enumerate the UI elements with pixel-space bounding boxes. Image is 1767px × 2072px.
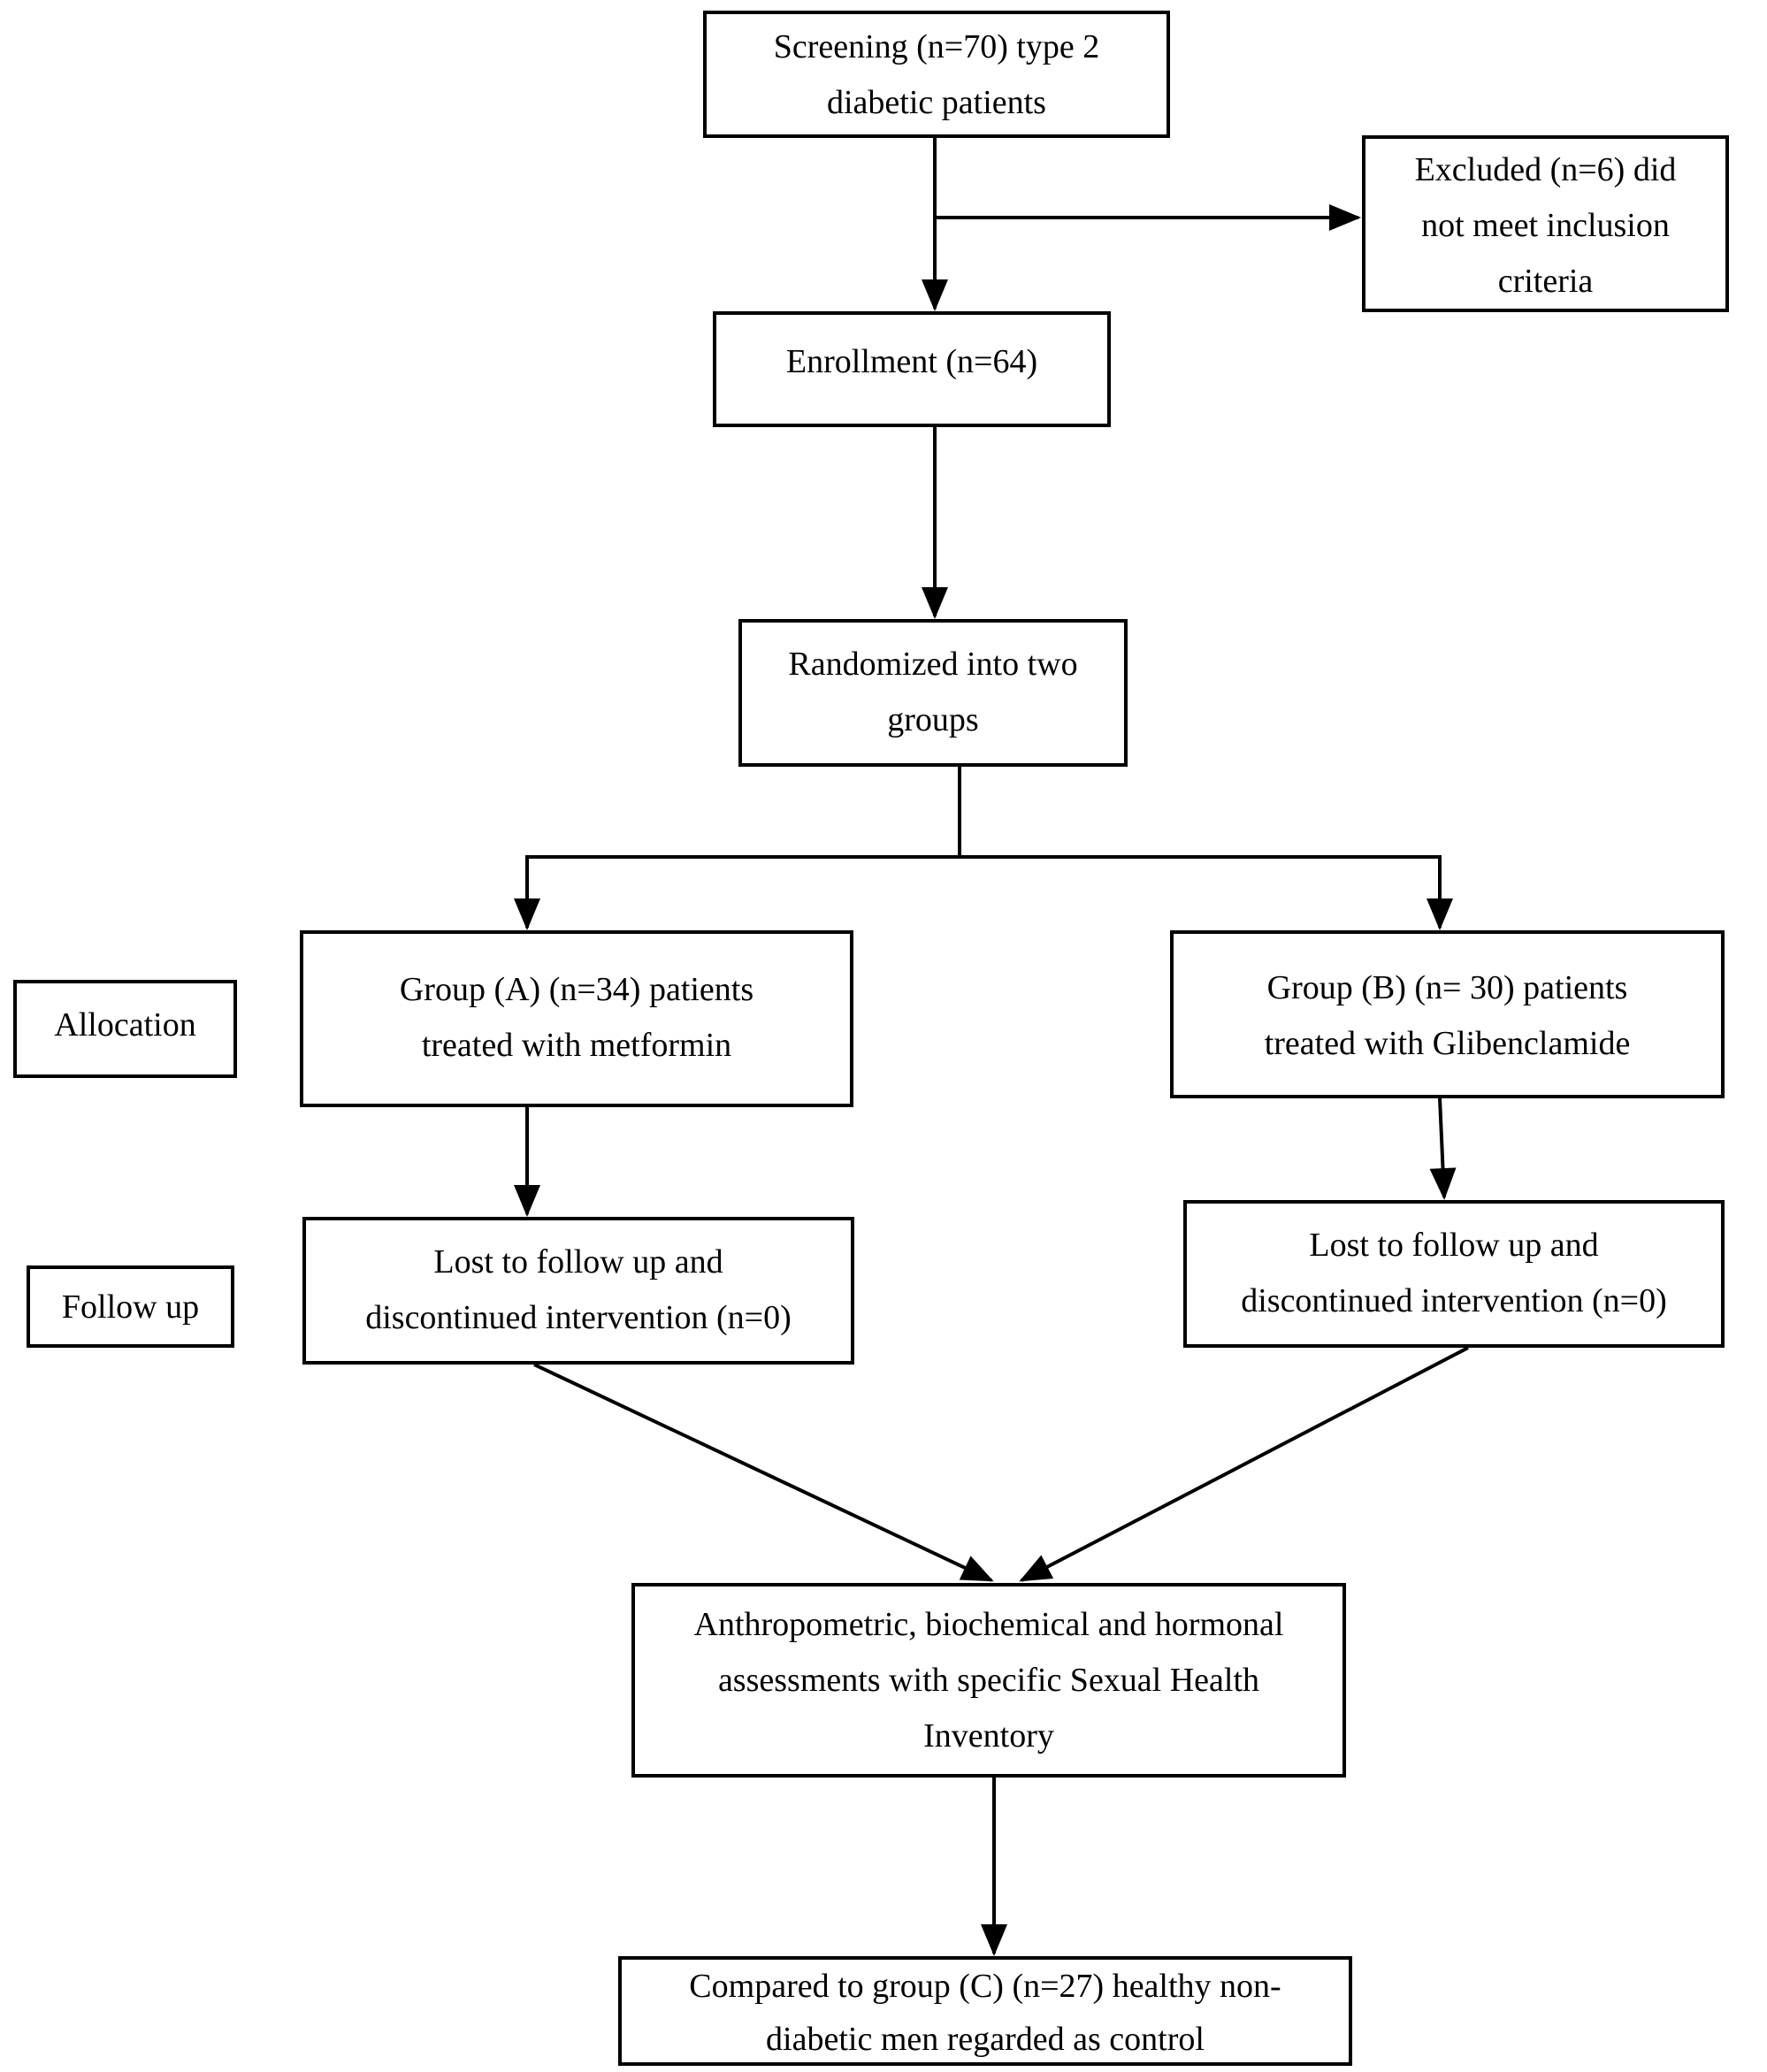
lost-followup-a-box: Lost to follow up and discontinued inter… <box>302 1217 854 1365</box>
arrow-lost-b-to-assessments <box>1019 1346 1469 1582</box>
lost-followup-a-label: Lost to follow up and discontinued inter… <box>365 1243 792 1336</box>
allocation-stage-label: Allocation <box>54 1006 196 1044</box>
group-a-box: Group (A) (n=34) patients treated with m… <box>300 930 853 1107</box>
lost-followup-b-label: Lost to follow up and discontinued inter… <box>1241 1227 1667 1319</box>
follow-up-stage-box: Follow up <box>27 1265 234 1348</box>
randomized-box: Randomized into two groups <box>738 619 1128 767</box>
arrow-lost-a-to-assessments <box>533 1363 994 1582</box>
follow-up-stage-label: Follow up <box>61 1288 200 1326</box>
excluded-box: Excluded (n=6) did not meet inclusion cr… <box>1362 135 1729 312</box>
group-a-label: Group (A) (n=34) patients treated with m… <box>399 971 754 1064</box>
assessments-label: Anthropometric, biochemical and hormonal… <box>693 1606 1284 1755</box>
excluded-label: Excluded (n=6) did not meet inclusion cr… <box>1414 151 1677 300</box>
assessments-box: Anthropometric, biochemical and hormonal… <box>631 1583 1346 1778</box>
group-b-label: Group (B) (n= 30) patients treated with … <box>1264 969 1631 1062</box>
allocation-stage-box: Allocation <box>13 980 237 1078</box>
enrollment-label: Enrollment (n=64) <box>785 343 1038 380</box>
control-comparison-label: Compared to group (C) (n=27) healthy non… <box>689 1968 1281 2058</box>
control-comparison-box: Compared to group (C) (n=27) healthy non… <box>618 1956 1352 2066</box>
arrow-group-b-to-lost-b <box>1429 1097 1457 1200</box>
group-b-box: Group (B) (n= 30) patients treated with … <box>1170 930 1725 1098</box>
screening-box: Screening (n=70) type 2 diabetic patient… <box>703 11 1170 138</box>
randomized-label: Randomized into two groups <box>788 646 1078 738</box>
lost-followup-b-box: Lost to follow up and discontinued inter… <box>1183 1200 1725 1348</box>
screening-label: Screening (n=70) type 2 diabetic patient… <box>773 28 1100 121</box>
enrollment-box: Enrollment (n=64) <box>713 311 1111 427</box>
